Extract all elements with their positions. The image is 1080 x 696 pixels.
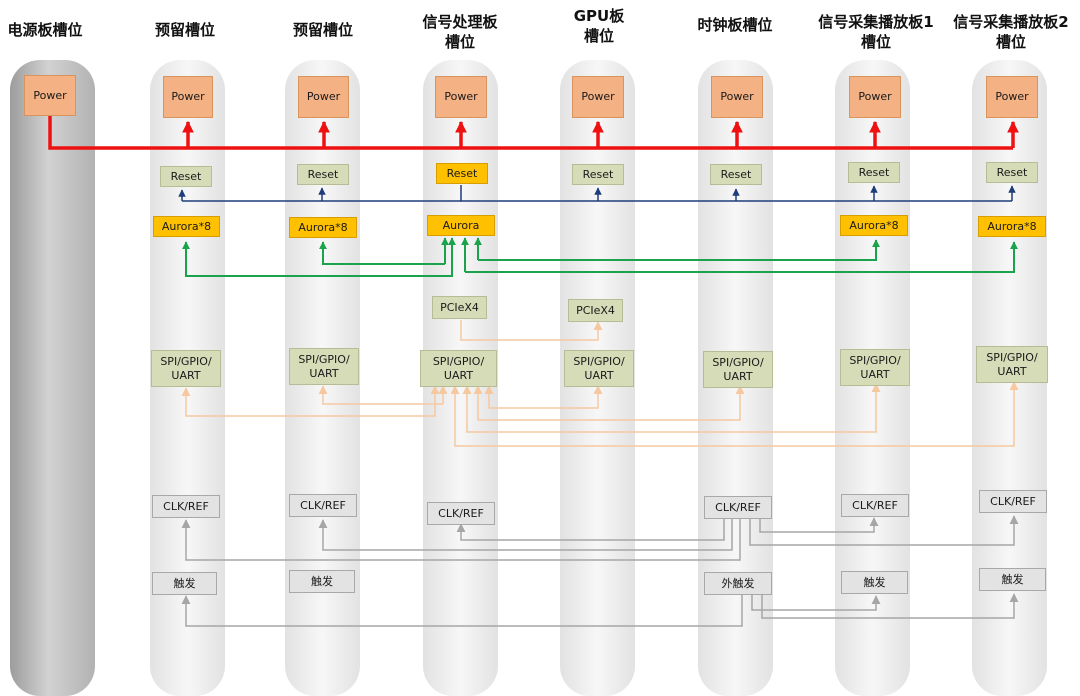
spi-box-reserved-1: SPI/GPIO/ UART — [151, 350, 221, 387]
spi-box-acquisition-2: SPI/GPIO/ UART — [976, 346, 1048, 383]
ext-trigger-box-clock: 外触发 — [704, 572, 772, 595]
aurora-links — [182, 237, 1018, 277]
power-box-acquisition-2: Power — [986, 76, 1038, 118]
trigger-links — [181, 593, 1019, 627]
spi-box-gpu: SPI/GPIO/ UART — [564, 350, 634, 387]
clk-box-clock: CLK/REF — [704, 496, 772, 519]
spi-box-signal-processing: SPI/GPIO/ UART — [420, 350, 497, 387]
trigger-box-acquisition-1: 触发 — [841, 571, 908, 594]
power-bus — [48, 116, 1019, 150]
trigger-box-reserved-2: 触发 — [289, 570, 355, 593]
clk-box-reserved-1: CLK/REF — [152, 495, 220, 518]
clk-box-reserved-2: CLK/REF — [289, 494, 357, 517]
power-box-reserved-2: Power — [298, 76, 349, 118]
power-box-clock: Power — [711, 76, 763, 118]
clk-box-signal-processing: CLK/REF — [427, 502, 495, 525]
reset-box-signal-processing: Reset — [436, 163, 488, 184]
aurora-box-acquisition-2: Aurora*8 — [978, 216, 1046, 237]
reset-box-clock: Reset — [710, 164, 762, 185]
clk-box-acquisition-2: CLK/REF — [979, 490, 1047, 513]
clk-links — [181, 515, 1019, 561]
header-acquisition-slot-1: 信号采集播放板1 槽位 — [818, 13, 934, 51]
pcie-link — [460, 320, 603, 341]
header-signal-processing-slot: 信号处理板 槽位 — [422, 13, 498, 51]
power-box-signal-processing: Power — [435, 76, 487, 118]
trigger-box-acquisition-2: 触发 — [979, 568, 1046, 591]
spi-links — [181, 381, 1019, 447]
power-box-reserved-1: Power — [163, 76, 213, 118]
pcie-box-signal-processing: PCIeX4 — [432, 296, 487, 319]
reset-bus — [178, 185, 1016, 202]
reset-box-acquisition-2: Reset — [986, 162, 1038, 183]
aurora-box-reserved-2: Aurora*8 — [289, 217, 357, 238]
slot-power — [10, 60, 95, 696]
spi-box-clock: SPI/GPIO/ UART — [703, 351, 773, 388]
header-gpu-slot: GPU板 槽位 — [573, 7, 625, 45]
header-reserved-slot-1: 预留槽位 — [154, 21, 215, 39]
header-power-slot: 电源板槽位 — [7, 21, 83, 39]
spi-box-reserved-2: SPI/GPIO/ UART — [289, 348, 359, 385]
power-supply-box: Power — [24, 75, 76, 116]
header-acquisition-slot-2: 信号采集播放板2 槽位 — [953, 13, 1069, 51]
power-box-gpu: Power — [572, 76, 624, 118]
power-box-acquisition-1: Power — [849, 76, 901, 118]
aurora-box-reserved-1: Aurora*8 — [153, 216, 220, 237]
clk-box-acquisition-1: CLK/REF — [841, 494, 909, 517]
aurora-box-acquisition-1: Aurora*8 — [840, 215, 908, 236]
reset-box-gpu: Reset — [572, 164, 624, 185]
header-clock-slot: 时钟板槽位 — [697, 16, 773, 34]
header-reserved-slot-2: 预留槽位 — [292, 21, 353, 39]
aurora-box-signal-processing: Aurora — [427, 215, 495, 236]
reset-box-reserved-1: Reset — [160, 166, 212, 187]
trigger-box-reserved-1: 触发 — [152, 572, 217, 595]
reset-box-reserved-2: Reset — [297, 164, 349, 185]
spi-box-acquisition-1: SPI/GPIO/ UART — [840, 349, 910, 386]
pcie-box-gpu: PCIeX4 — [568, 299, 623, 322]
reset-box-acquisition-1: Reset — [848, 162, 900, 183]
